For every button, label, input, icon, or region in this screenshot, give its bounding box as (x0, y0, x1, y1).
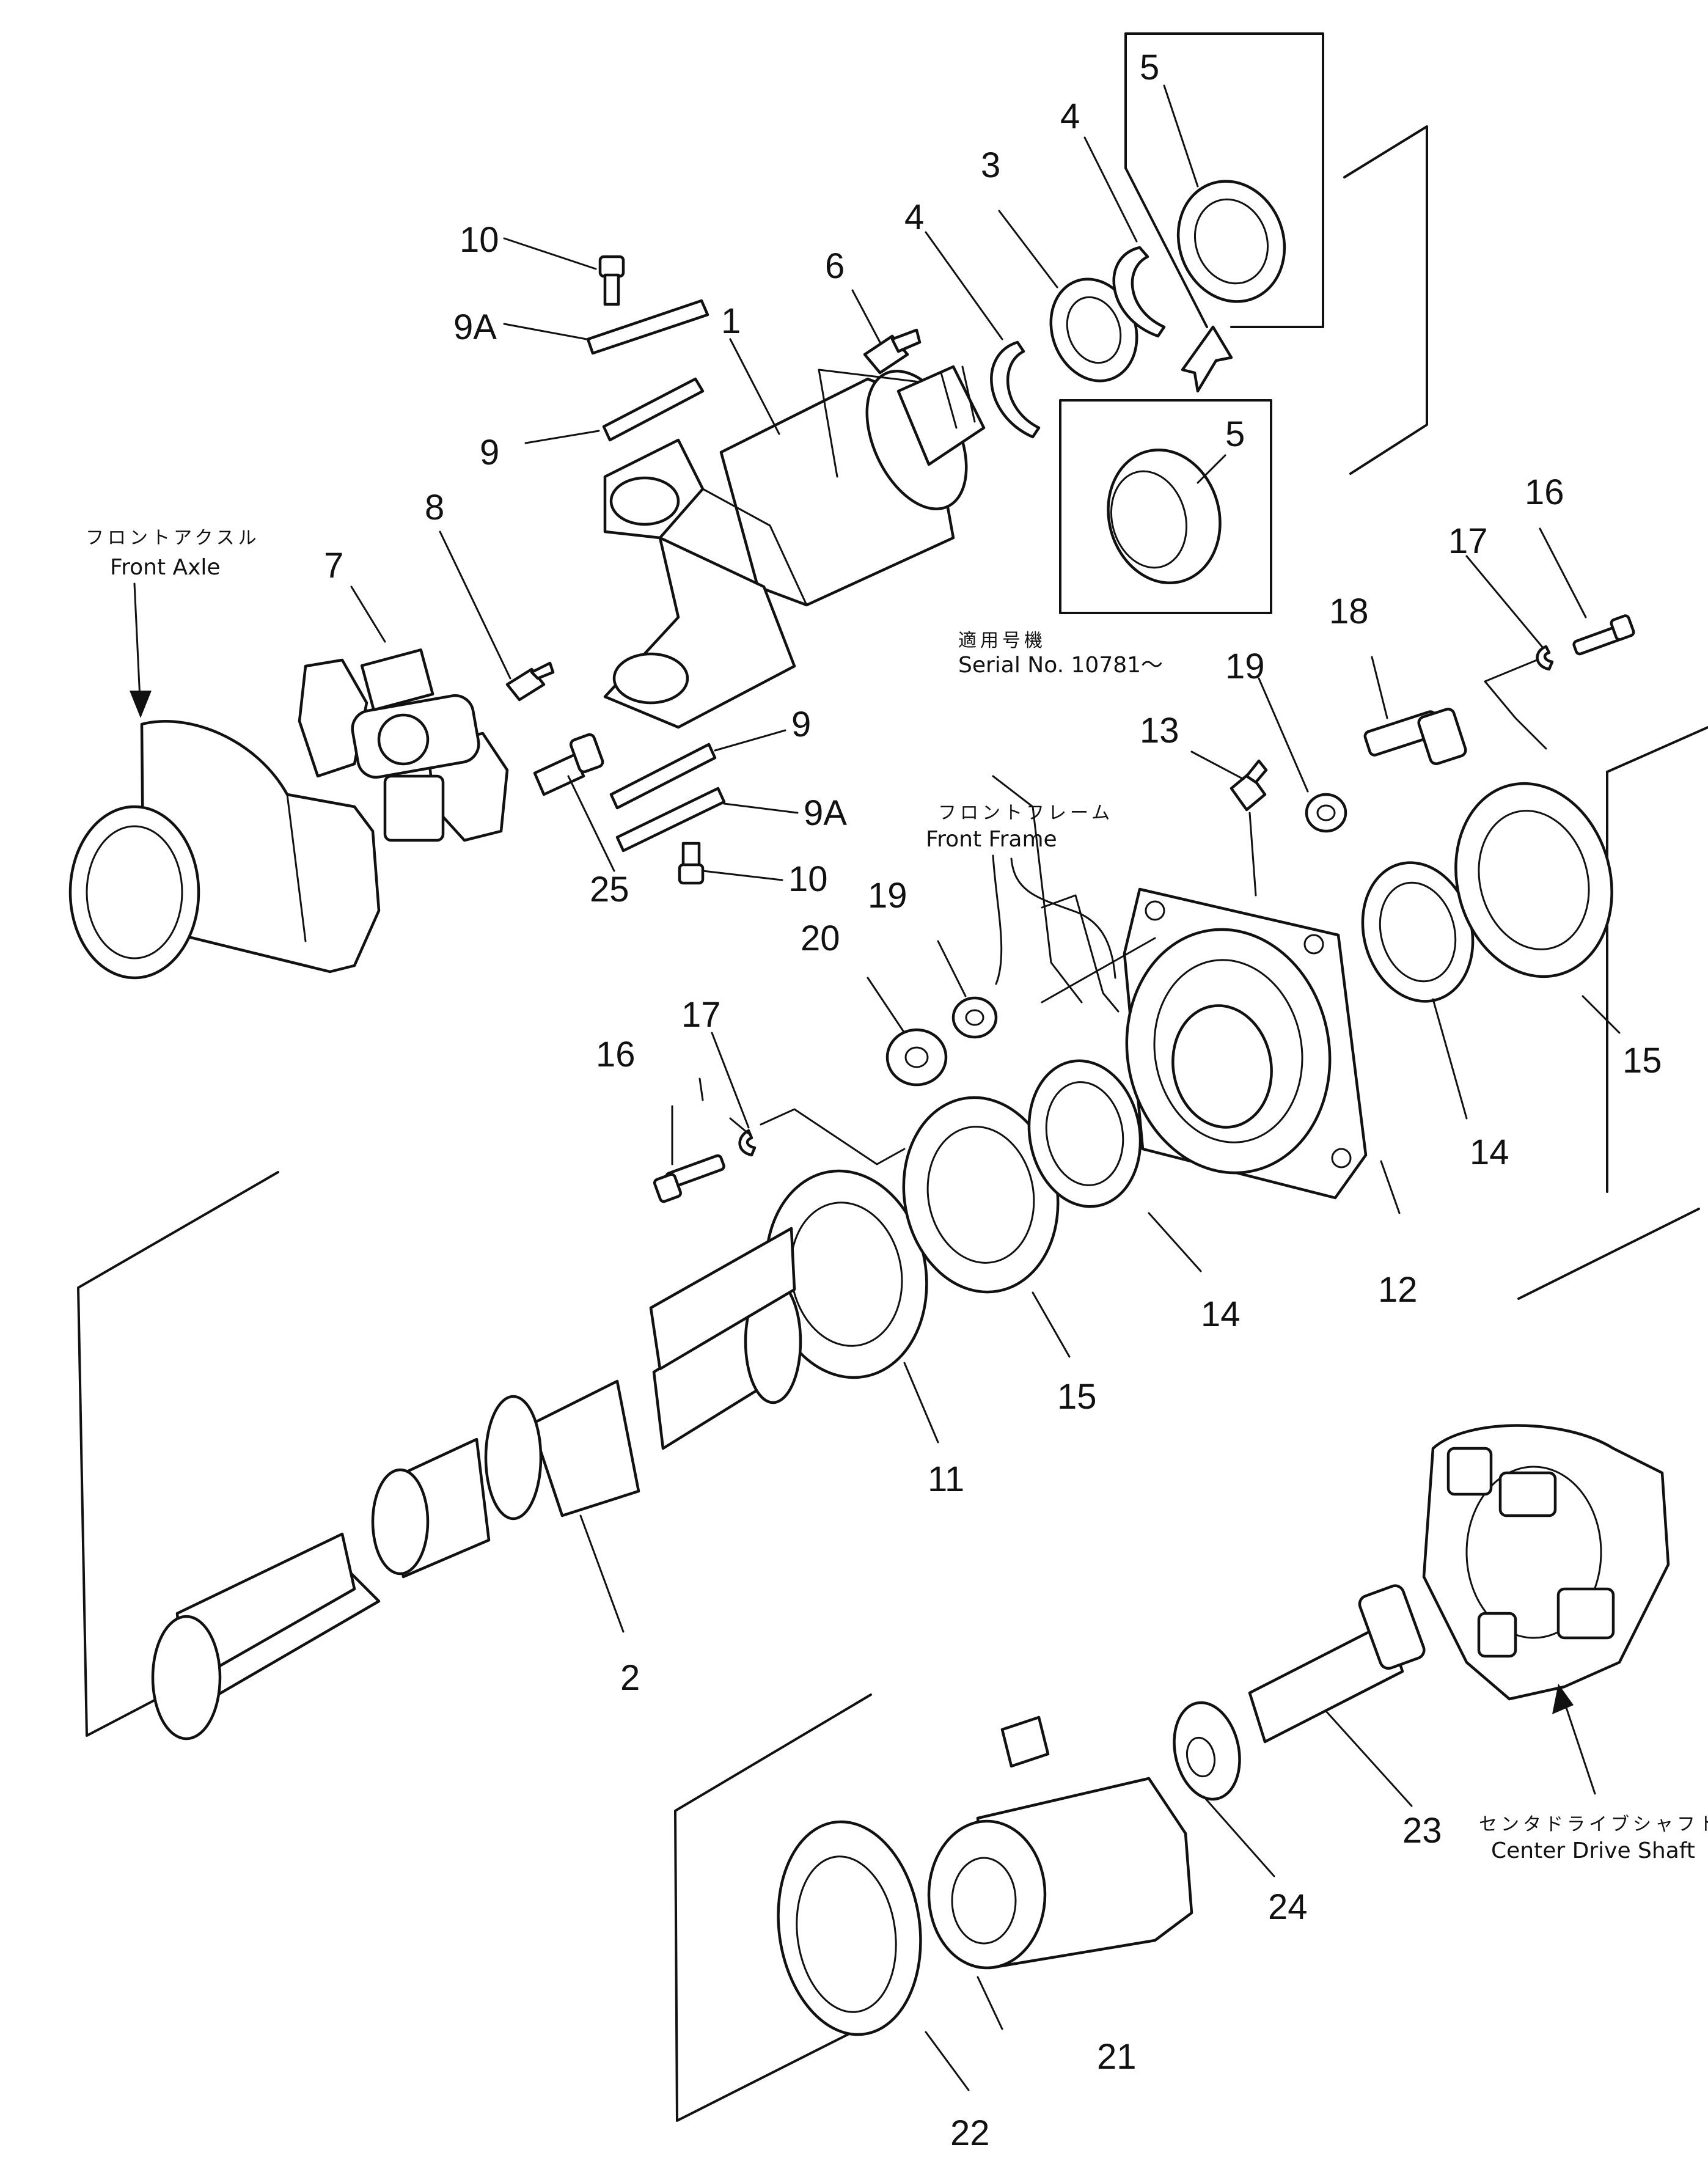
washer-24 (1173, 1701, 1241, 1801)
needle-bearing-5-detail (1107, 448, 1222, 585)
center-shaft-caption-jp: センタドライブシャフト (1479, 1814, 1708, 1835)
center-drive-shaft-cross (1422, 1424, 1670, 1701)
callout-19-upper: 19 (1225, 647, 1265, 686)
callout-16-upper: 16 (1525, 472, 1564, 512)
callout-labels: 1 2 3 4 4 5 5 6 7 8 9 9 9A 9A 10 10 11 1… (324, 48, 1662, 2153)
direction-arrow (1181, 325, 1233, 393)
callout-20: 20 (801, 919, 840, 958)
front-axle-caption-en: Front Axle (110, 555, 221, 580)
callout-13: 13 (1140, 711, 1179, 750)
callout-4-left: 4 (904, 197, 924, 237)
callout-9-lower: 9 (791, 705, 811, 744)
callout-14-right: 14 (1470, 1132, 1509, 1172)
lock-plate-9A-lower (615, 787, 726, 853)
serial-caption-jp: 適用号機 (958, 630, 1046, 651)
lock-plate-9A-upper (586, 299, 709, 355)
callout-14-lower: 14 (1201, 1294, 1241, 1334)
yoke-assembly (603, 365, 986, 729)
serial-caption-en: Serial No. 10781～ (958, 653, 1163, 678)
callout-4-right: 4 (1060, 97, 1080, 136)
callout-15-right: 15 (1622, 1041, 1662, 1080)
callout-18: 18 (1329, 592, 1369, 631)
bolt-10-upper (598, 255, 625, 306)
bolt-23 (1248, 1584, 1426, 1744)
leader-lines (130, 84, 1621, 2091)
callout-8: 8 (425, 488, 444, 527)
callout-9-upper: 9 (480, 433, 499, 472)
callout-25: 25 (590, 870, 629, 909)
lock-washer-17-lower (738, 1129, 757, 1157)
lock-plate-9-upper (602, 377, 705, 442)
callout-6: 6 (825, 246, 845, 286)
callout-10-lower: 10 (788, 859, 828, 899)
bearing-14-right (1361, 861, 1475, 1003)
callout-17-upper: 17 (1448, 521, 1488, 561)
bolt-16-upper (1572, 614, 1635, 656)
callout-10-upper: 10 (460, 220, 499, 260)
splined-shaft-2 (151, 1227, 802, 1741)
bolt-10-lower (678, 842, 705, 885)
callout-5-top: 5 (1140, 48, 1159, 87)
universal-joint-cross (298, 648, 509, 842)
callout-24: 24 (1268, 1887, 1308, 1927)
grease-nipple-8 (505, 661, 555, 702)
detail-box (1059, 399, 1272, 614)
snap-ring-4-left (990, 340, 1041, 439)
bolt-25 (533, 733, 604, 796)
callout-1: 1 (721, 301, 741, 341)
callout-15-lower: 15 (1057, 1377, 1097, 1417)
callout-9A-upper: 9A (453, 307, 497, 347)
front-axle-caption-jp: フロントアクスル (86, 527, 260, 549)
right-bracket (1517, 726, 1708, 1300)
callout-16-lower: 16 (596, 1035, 636, 1074)
lower-left-bracket (674, 1693, 878, 2122)
seal-22 (777, 1820, 922, 2036)
nut-20 (885, 1028, 948, 1087)
washer-19-lower (951, 996, 998, 1039)
upper-right-bracket (1124, 32, 1428, 475)
front-frame-caption-en: Front Frame (926, 827, 1057, 852)
snap-ring-4-right (1112, 246, 1166, 338)
seal-11 (764, 1169, 928, 1379)
callout-12: 12 (1378, 1270, 1418, 1310)
front-frame-caption-jp: フロントフレーム (938, 802, 1113, 824)
bearing-housing-12 (1123, 887, 1368, 1200)
grease-nipple-6 (863, 328, 922, 375)
flange-yoke-21 (927, 1715, 1193, 1970)
callout-17-lower: 17 (681, 995, 721, 1035)
center-shaft-caption-en: Center Drive Shaft (1491, 1838, 1695, 1863)
bearing-14-lower (1027, 1059, 1142, 1208)
bolt-18 (1363, 708, 1467, 765)
lock-washer-17-upper (1536, 645, 1554, 671)
front-frame-outline (992, 854, 1116, 985)
callout-22: 22 (950, 2113, 990, 2153)
lock-plate-9-lower (609, 743, 717, 810)
callout-5-detail: 5 (1225, 414, 1245, 454)
bolt-16-lower (653, 1154, 725, 1203)
callout-7: 7 (324, 546, 343, 585)
needle-bearing-5 (1176, 180, 1286, 303)
washer-19-upper (1305, 793, 1347, 833)
bearing-cover-15-right (1454, 782, 1613, 978)
grease-nipple-13 (1230, 759, 1268, 812)
callout-9A-lower: 9A (804, 793, 847, 833)
captions: フロントアクスル Front Axle フロントフレーム Front Frame… (86, 527, 1708, 1863)
callout-11: 11 (928, 1459, 964, 1499)
callout-23: 23 (1402, 1811, 1442, 1851)
callout-2: 2 (620, 1658, 640, 1698)
callout-19-lower: 19 (868, 876, 907, 915)
front-axle-housing (68, 720, 381, 980)
callout-21: 21 (1097, 2037, 1137, 2077)
callout-3: 3 (981, 145, 1000, 185)
